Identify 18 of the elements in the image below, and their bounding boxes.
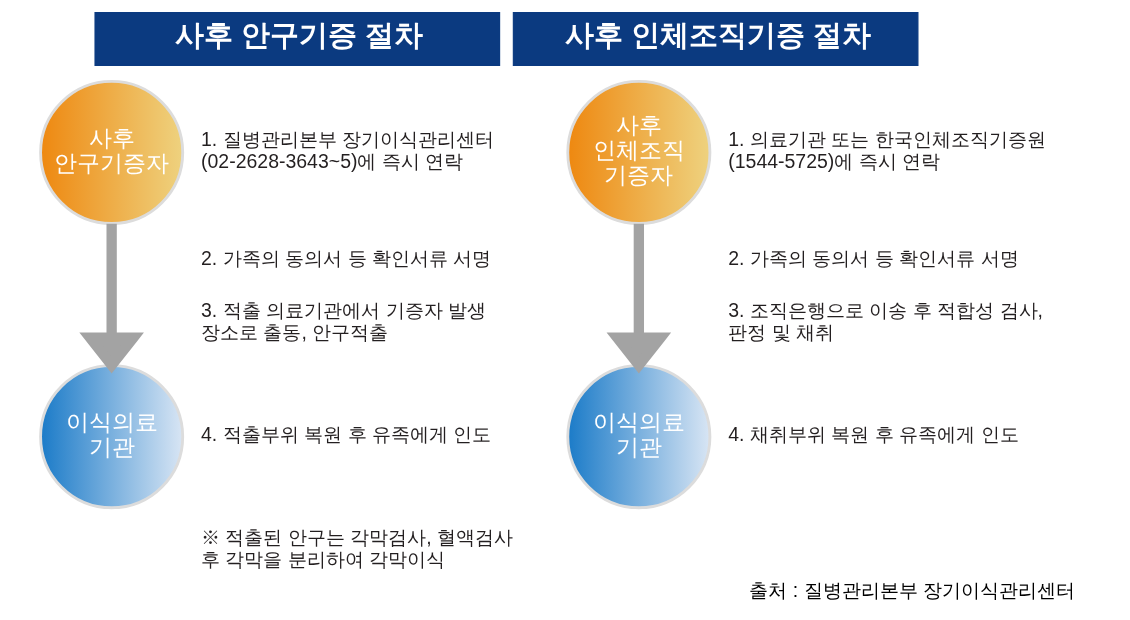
label: 1. 질병관리본부 장기이식관리센터 (02-2628-3643~5)에 즉시 연락 — [200, 128, 494, 172]
label: 1. 의료기관 또는 한국인체조직기증원 (1544-5725)에 즉시 연락 — [727, 128, 1046, 172]
label: 2. 가족의 동의서 등 확인서류 서명 — [200, 246, 491, 269]
arrow — [606, 223, 671, 374]
label: ※ 적출된 안구는 각막검사, 혈액검사 후 각막을 분리하여 각막이식 — [200, 525, 513, 570]
node-box: 사후 안구기증 절차 — [93, 12, 500, 66]
label: 3. 적출 의료기관에서 기증자 발생 장소로 출동, 안구적출 — [200, 298, 486, 343]
label: 4. 채취부위 복원 후 유족에게 인도 — [727, 423, 1019, 446]
node-circle: 이식의료 기관 — [565, 364, 711, 510]
label: 4. 적출부위 복원 후 유족에게 인도 — [200, 423, 491, 446]
label: 2. 가족의 동의서 등 확인서류 서명 — [727, 246, 1019, 269]
node-box: 사후 인체조직기증 절차 — [512, 12, 918, 66]
arrow — [78, 223, 144, 374]
node-circle: 사후 안구기증자 — [38, 79, 184, 225]
node-circle: 사후 인체조직 기증자 — [565, 79, 711, 225]
node-circle: 이식의료 기관 — [38, 364, 184, 510]
label: 3. 조직은행으로 이송 후 적합성 검사, 판정 및 채취 — [727, 298, 1043, 343]
caption: 출처 : 질병관리본부 장기이식관리센터 — [748, 578, 1075, 601]
